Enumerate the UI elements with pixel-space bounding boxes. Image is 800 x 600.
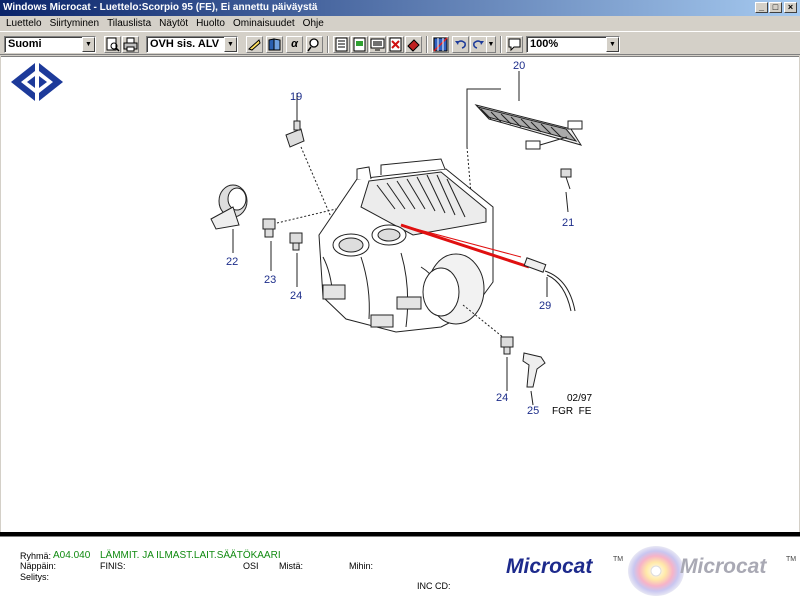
delete-icon[interactable] [387,36,404,53]
date-code: 02/97 [567,393,593,404]
hose-part [522,352,546,388]
bottom-grommet-part [500,336,514,355]
market-code: FGR FE [552,406,592,417]
trademark-right: TM [786,556,797,563]
maximize-button[interactable]: □ [769,2,782,13]
callout-29[interactable]: 29 [539,300,552,312]
heater-housing-part [318,158,494,333]
grid-icon[interactable] [432,36,449,53]
zoom-value: 100% [530,38,559,50]
microcat-logo: Microcat [506,555,593,578]
image-icon[interactable] [351,36,368,53]
menu-siirtyminen[interactable]: Siirtyminen [49,18,100,29]
title-bar: Windows Microcat - Luettelo:Scorpio 95 (… [0,0,800,16]
nappain-label: Näppäin: [20,561,57,571]
chevron-down-icon[interactable]: ▼ [486,36,496,53]
fitting-part [262,218,276,238]
microcat-logo-grey: Microcat [680,555,767,578]
inc-cd-label: INC CD: [417,581,451,591]
control-knob-part [210,184,248,230]
minimize-button[interactable]: _ [755,2,768,13]
screw-part [560,168,572,190]
parts-diagram-canvas[interactable]: 20 19 21 22 23 24 29 24 25 02/97 FGR FE [1,56,799,532]
callout-25[interactable]: 25 [527,405,540,417]
language-value: Suomi [8,38,42,50]
menu-bar: Luettelo Siirtyminen Tilauslista Näytöt … [0,16,800,31]
note-icon[interactable] [506,36,523,53]
callout-23[interactable]: 23 [264,274,277,286]
selitys-label: Selitys: [20,572,50,582]
ryhma-label: Ryhmä: [20,551,52,561]
price-mode-value: OVH sis. ALV [150,38,220,50]
printer-icon[interactable] [122,36,139,53]
ryhma-description: LÄMMIT. JA ILMAST.LAIT.SÄÄTÖKAARI [100,550,281,561]
menu-tilauslista[interactable]: Tilauslista [107,18,152,29]
callout-21[interactable]: 21 [562,217,575,229]
clip-part [285,120,305,148]
trademark-left: TM [613,556,624,563]
callout-19[interactable]: 19 [290,91,303,103]
chevron-down-icon[interactable]: ▼ [606,37,619,52]
parts-diagram [11,63,583,406]
chevron-down-icon[interactable]: ▼ [224,37,237,52]
screen-icon[interactable] [369,36,386,53]
toolbar: Suomi ▼ OVH sis. ALV ▼ α [0,31,800,55]
chevron-down-icon[interactable]: ▼ [82,37,95,52]
navigation-arrows-icon[interactable] [11,63,63,101]
magnifier-icon[interactable] [306,36,323,53]
callout-22[interactable]: 22 [226,256,239,268]
menu-huolto[interactable]: Huolto [196,18,225,29]
alpha-search-icon[interactable]: α [286,36,303,53]
mista-label: Mistä: [279,561,304,571]
callout-24[interactable]: 24 [290,290,303,302]
list-icon[interactable] [333,36,350,53]
mihin-label: Mihin: [349,561,374,571]
close-button[interactable]: × [784,2,797,13]
cable-part [523,257,576,312]
menu-naytot[interactable]: Näytöt [159,18,189,29]
erase-icon[interactable] [405,36,422,53]
cd-disc-icon [628,546,684,596]
menu-luettelo[interactable]: Luettelo [6,18,42,29]
toolbar-separator [327,36,329,53]
window-title: Windows Microcat - Luettelo:Scorpio 95 (… [3,2,318,13]
zoom-select[interactable]: 100% ▼ [526,36,620,53]
divider-bar [0,532,800,536]
redo-icon[interactable] [470,36,487,53]
print-preview-icon[interactable] [104,36,121,53]
callout-24-bottom[interactable]: 24 [496,392,509,404]
undo-icon[interactable] [452,36,469,53]
menu-ohje[interactable]: Ohje [302,18,324,29]
callout-20[interactable]: 20 [513,60,526,72]
osi-label: OSI [243,561,259,571]
book-icon[interactable] [266,36,283,53]
heater-core-part [474,104,583,150]
pointer-icon[interactable] [246,36,263,53]
finis-label: FINIS: [100,561,126,571]
price-mode-select[interactable]: OVH sis. ALV ▼ [146,36,238,53]
grommet-part [289,232,303,251]
language-select[interactable]: Suomi ▼ [4,36,96,53]
toolbar-separator [426,36,428,53]
ryhma-code: A04.040 [53,550,91,561]
toolbar-separator [500,36,502,53]
menu-ominaisuudet[interactable]: Ominaisuudet [232,18,295,29]
